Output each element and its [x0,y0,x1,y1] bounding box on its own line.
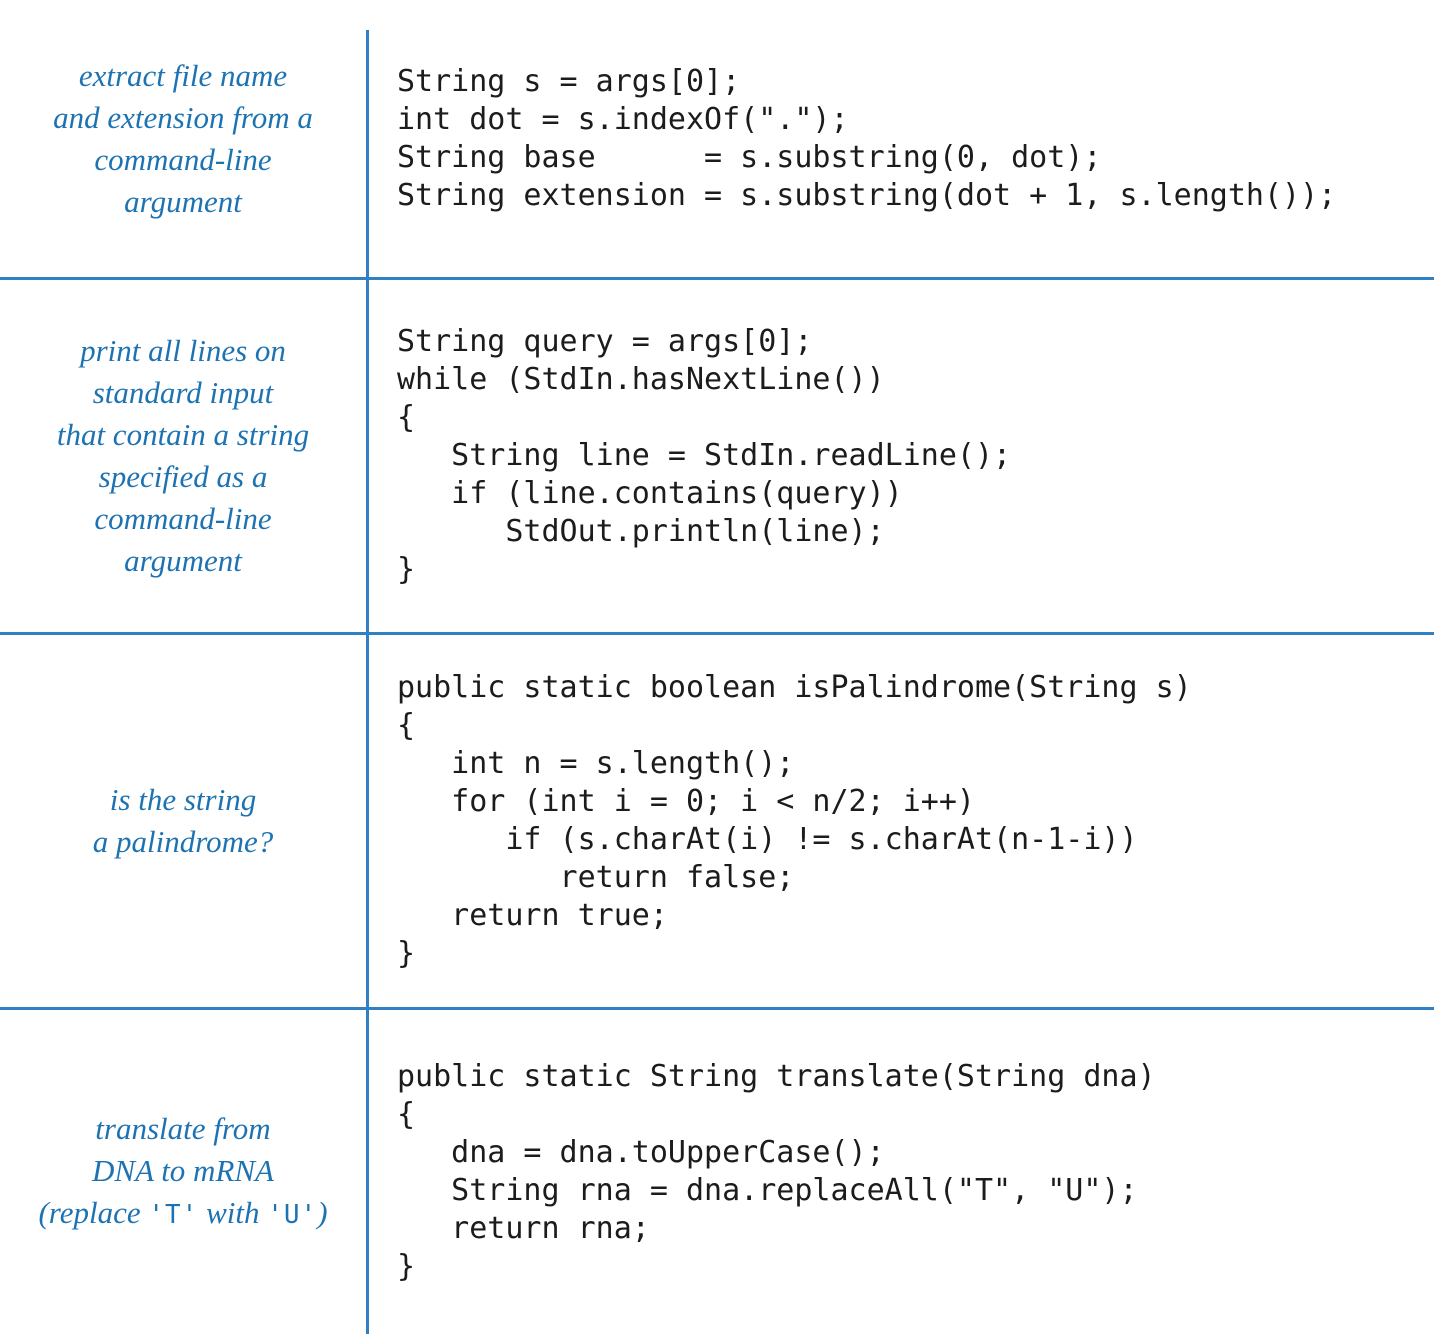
code-line: int n = s.length(); [397,746,795,781]
code-line: } [397,936,416,971]
description-line: argument [124,543,242,578]
table-row-print-matching-lines: print all lines on standard input that con… [0,277,1434,632]
description-line: (replace 'T' with 'U') [38,1192,327,1236]
code-line: } [397,552,416,587]
code-line: return false; [397,860,795,895]
description-line: and extension from a [53,99,313,135]
code-cell: String s = args[0];int dot = s.indexOf("… [366,0,1434,277]
description-line: a palindrome? [92,824,274,859]
description-line: argument [124,183,242,219]
code-line: public static boolean isPalindrome(Strin… [397,670,1192,705]
description-line: print all lines on [80,333,286,368]
table-row-extract-filename-extension: extract file name and extension from a com… [0,0,1434,277]
code-line: String line = StdIn.readLine(); [397,438,1012,473]
description-line: command-line [94,141,272,177]
code-line: String s = args[0]; [397,63,741,99]
description-line: translate from [95,1111,271,1146]
description-line: DNA to mRNA [92,1153,274,1188]
description-text-segment: ) [317,1195,328,1230]
code-line: String extension = s.substring(dot + 1, … [397,177,1337,213]
code-line: dna = dna.toUpperCase(); [397,1135,885,1170]
description-line: standard input [92,375,274,410]
table-row-is-palindrome: is the string a palindrome? public static … [0,632,1434,1007]
description-line: is the string [109,782,257,817]
code-cell: public static boolean isPalindrome(Strin… [366,635,1434,1007]
code-line: public static String translate(String dn… [397,1059,1156,1094]
code-line: } [397,1249,416,1284]
code-line: while (StdIn.hasNextLine()) [397,362,885,397]
code-cell: String query = args[0];while (StdIn.hasN… [366,280,1434,632]
code-line: for (int i = 0; i < n/2; i++) [397,784,975,819]
description-cell: print all lines on standard input that con… [0,280,366,632]
code-line: String base = s.substring(0, dot); [397,139,1102,175]
code-line: StdOut.println(line); [397,514,885,549]
code-line: int dot = s.indexOf("."); [397,101,849,137]
code-line: String query = args[0]; [397,324,813,359]
description-cell: is the string a palindrome? [0,635,366,1007]
description-line: that contain a string [56,417,310,452]
inline-code-token: 'U' [267,1200,318,1230]
code-line: return rna; [397,1211,650,1246]
description-text-segment: with [198,1195,268,1230]
inline-code-token: 'T' [148,1200,199,1230]
description-cell: extract file name and extension from a com… [0,0,366,277]
description-text-segment: (replace [38,1195,149,1230]
description-line: extract file name [78,57,288,93]
code-line: { [397,400,416,435]
code-line: { [397,1097,416,1132]
description-line: command-line [94,501,272,536]
code-line: String rna = dna.replaceAll("T", "U"); [397,1173,1138,1208]
code-line: if (s.charAt(i) != s.charAt(n-1-i)) [397,822,1138,857]
code-line: if (line.contains(query)) [397,476,903,511]
description-line: specified as a [98,459,268,494]
code-cell: public static String translate(String dn… [366,1010,1434,1334]
code-line: return true; [397,898,668,933]
code-line: { [397,708,416,743]
column-divider-rule [366,30,369,1334]
